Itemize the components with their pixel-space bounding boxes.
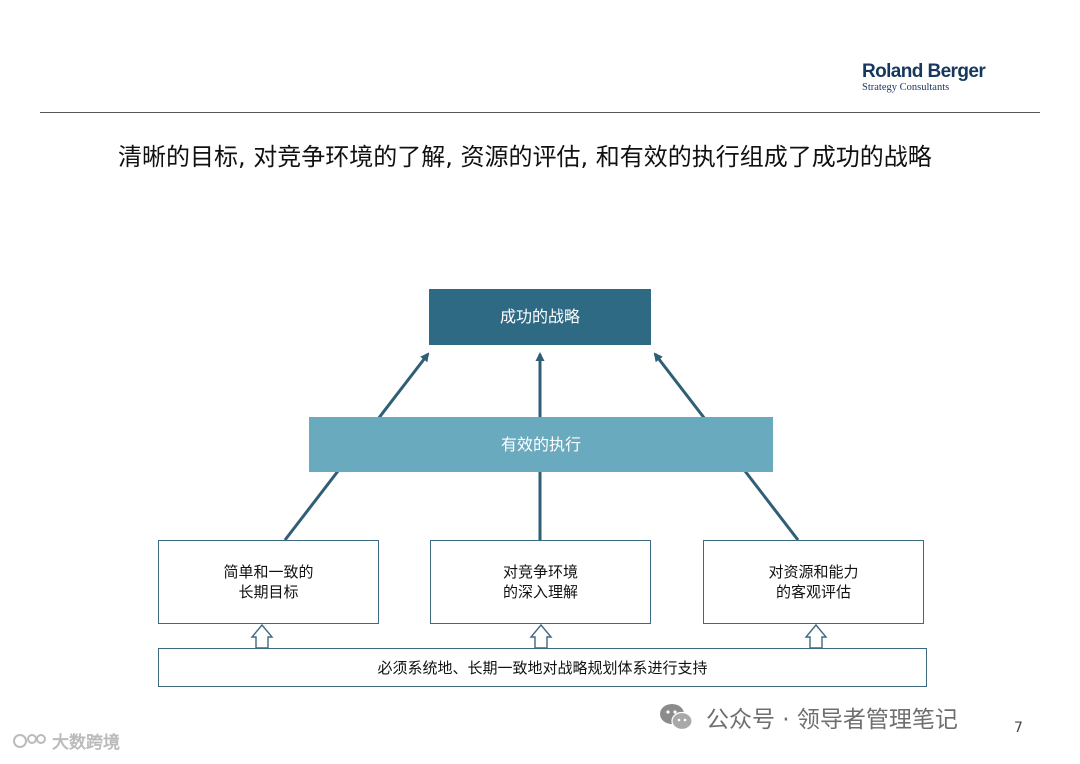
hollow-arrow-right	[804, 623, 828, 649]
hollow-arrow-center	[529, 623, 553, 649]
wechat-icon	[660, 704, 693, 731]
watermark-text: 公众号 · 领导者管理笔记	[706, 707, 958, 733]
corner-watermark-text: 大数跨境	[52, 733, 120, 753]
successful-strategy-box: 成功的战略	[429, 289, 651, 345]
pillar-label: 简单和一致的 长期目标	[223, 563, 314, 601]
pillar-long-term-goals: 简单和一致的 长期目标	[158, 540, 379, 624]
pillar-label: 对资源和能力 的客观评估	[768, 563, 859, 601]
roland-berger-logo: Roland Berger Strategy Consultants	[862, 62, 992, 94]
hollow-arrow-left	[250, 623, 274, 649]
page-number: 7	[1014, 720, 1023, 736]
pillar-resource-assessment: 对资源和能力 的客观评估	[703, 540, 924, 624]
header-divider	[40, 112, 1040, 113]
pillar-competitive-environment: 对竞争环境 的深入理解	[430, 540, 651, 624]
pillar-label: 对竞争环境 的深入理解	[502, 563, 578, 601]
planning-support-label: 必须系统地、长期一致地对战略规划体系进行支持	[377, 658, 708, 677]
corner-watermark: 大数跨境	[12, 728, 120, 753]
wechat-watermark: 公众号 · 领导者管理笔记	[658, 700, 958, 734]
planning-support-base: 必须系统地、长期一致地对战略规划体系进行支持	[158, 648, 927, 687]
slide-headline: 清晰的目标, 对竞争环境的了解, 资源的评估, 和有效的执行组成了成功的战略	[118, 143, 932, 171]
brand-mark-icon	[13, 733, 46, 748]
logo-tagline: Strategy Consultants	[862, 82, 950, 93]
effective-execution-label: 有效的执行	[500, 434, 581, 454]
logo-brand: Roland Berger	[862, 61, 986, 82]
effective-execution-box: 有效的执行	[309, 417, 773, 472]
successful-strategy-label: 成功的战略	[499, 307, 580, 326]
